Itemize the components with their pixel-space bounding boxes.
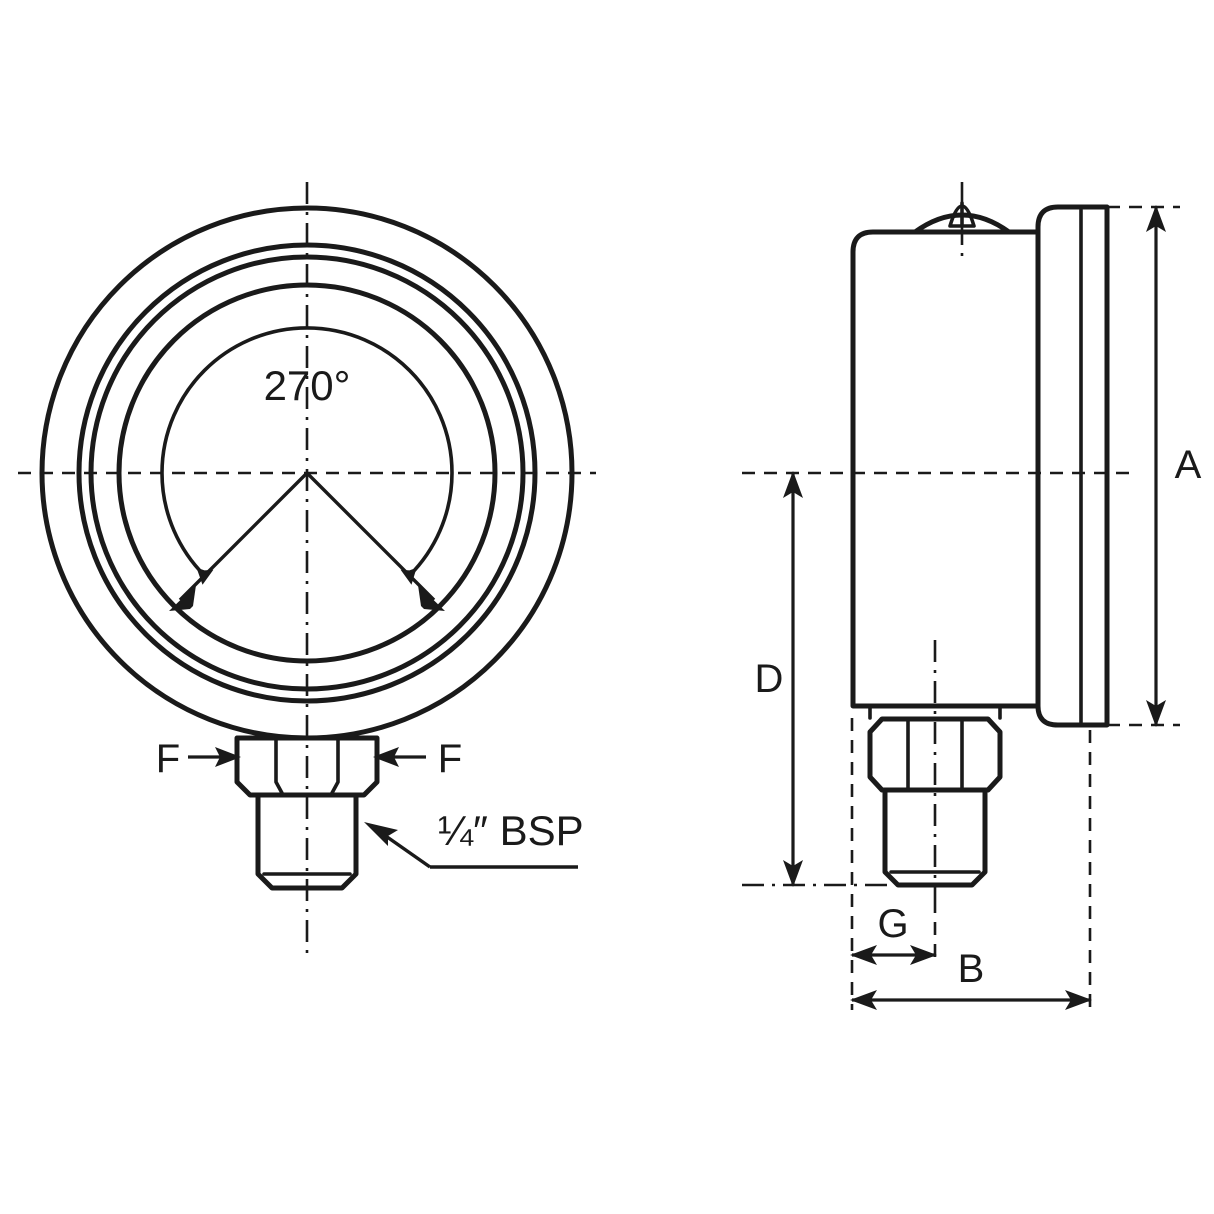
angle-leg-right-arrowhead <box>418 585 445 611</box>
angle-leg-left-arrowhead <box>169 585 196 611</box>
hex-nut-front-facet-line-2 <box>330 736 340 795</box>
side-view: A D G B <box>742 182 1202 1010</box>
dim-G-label: G <box>877 902 908 946</box>
thread-callout-leader-diagonal <box>379 830 431 869</box>
angle-leg-left <box>178 471 309 602</box>
thread-stem-side-outline <box>882 787 988 888</box>
dim-D-label: D <box>755 657 784 701</box>
angle-label: 270° <box>264 362 351 409</box>
front-view: 270° F F ¼″ BSP <box>18 182 596 955</box>
gauge-bezel-inner-circle <box>88 254 526 692</box>
dim-A-label: A <box>1175 443 1202 487</box>
dim-D-arrowhead-top <box>783 471 803 498</box>
thread-callout-arrowhead <box>364 822 398 846</box>
gauge-dial-circle <box>116 282 498 664</box>
dim-F-right-label: F <box>438 737 462 781</box>
dim-F-right-arrowhead <box>373 747 399 767</box>
dim-B-label: B <box>958 947 985 991</box>
gauge-bezel-side-outline <box>1035 204 1110 728</box>
stem-shoulder-lines <box>868 704 1002 720</box>
dim-B-arrowhead-right <box>1065 990 1092 1010</box>
scale-range-arc <box>160 326 454 577</box>
dim-D-arrowhead-bottom <box>783 860 803 887</box>
dim-B-arrowhead-left <box>850 990 877 1010</box>
angle-leg-right <box>305 471 436 602</box>
thread-callout-label: ¼″ BSP <box>438 807 584 854</box>
hex-nut-front-facet-line-1 <box>274 736 284 795</box>
dim-F-left-arrowhead <box>215 747 241 767</box>
dim-F-left-label: F <box>156 737 180 781</box>
dim-A-arrowhead-bottom <box>1146 700 1166 727</box>
dim-G-arrowhead-right <box>910 945 937 965</box>
gauge-body-side-outline <box>850 229 1041 709</box>
gauge-bezel-outer-circle <box>76 242 538 704</box>
thread-stem-front-outline <box>255 792 359 891</box>
dim-A-arrowhead-top <box>1146 205 1166 232</box>
dim-G-arrowhead-left <box>850 945 877 965</box>
